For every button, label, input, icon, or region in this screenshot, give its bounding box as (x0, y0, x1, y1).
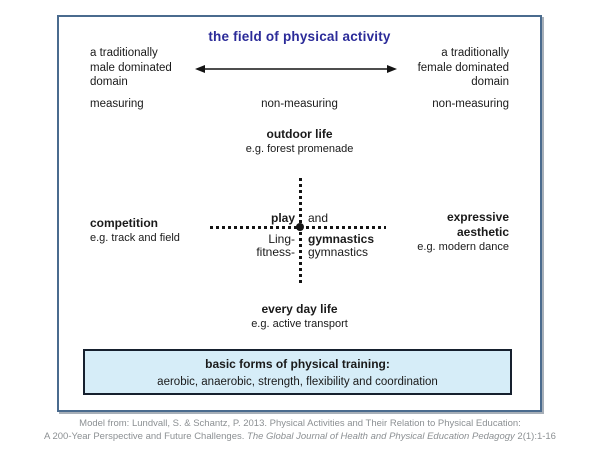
citation-journal-name: The Global Journal of Health and Physica… (247, 431, 515, 442)
everyday-life-block: every day life e.g. active transport (59, 302, 540, 331)
cross-ling-label: Ling- (268, 232, 295, 246)
everyday-life-label: every day life (261, 302, 338, 316)
measuring-label-left: measuring (90, 98, 144, 110)
basic-training-heading: basic forms of physical training: (205, 356, 390, 371)
male-domain-line-1: a traditionally (90, 47, 158, 59)
measuring-label-right: non-measuring (432, 98, 509, 110)
cross-fitness-label: fitness- (256, 245, 295, 259)
competition-label: competition (90, 216, 158, 230)
vertical-dotted-axis (299, 178, 302, 284)
citation: Model from: Lundvall, S. & Schantz, P. 2… (0, 417, 600, 443)
cross-play-label: play (270, 211, 295, 225)
outdoor-life-label: outdoor life (266, 127, 333, 141)
cross-gymnastics-bold-label: gymnastics (308, 232, 375, 246)
competition-block: competition e.g. track and field (90, 216, 180, 245)
female-domain-line-1: a traditionally (441, 47, 509, 59)
citation-volume-pages: 2(1):1-16 (514, 431, 556, 442)
diagram-title: the field of physical activity (208, 29, 391, 44)
diagram-frame: the field of physical activity a traditi… (57, 15, 542, 412)
cross-gymnastics-label: gymnastics (308, 245, 369, 259)
female-domain-line-2: female dominated (417, 61, 509, 74)
expressive-example: e.g. modern dance (417, 241, 509, 253)
everyday-life-example: e.g. active transport (251, 318, 348, 330)
citation-line-2-prefix: A 200-Year Perspective and Future Challe… (44, 431, 248, 442)
male-domain-line-3: domain (90, 76, 128, 88)
axis-center-dot (296, 223, 304, 231)
female-domain-label: a traditionally female dominated domain (418, 46, 509, 90)
male-domain-line-2: male dominated (90, 61, 172, 74)
female-domain-line-3: domain (471, 76, 509, 88)
expressive-label-line-1: expressive (446, 210, 509, 224)
outdoor-life-example: e.g. forest promenade (245, 143, 354, 155)
citation-line-2: A 200-Year Perspective and Future Challe… (0, 430, 600, 443)
citation-line-1: Model from: Lundvall, S. & Schantz, P. 2… (79, 418, 521, 429)
competition-example: e.g. track and field (90, 232, 180, 244)
male-domain-label: a traditionally male dominated domain (90, 46, 172, 90)
measuring-label-center: non-measuring (261, 98, 338, 110)
basic-training-box: basic forms of physical training: aerobi… (83, 349, 512, 395)
expressive-aesthetic-block: expressive aesthetic e.g. modern dance (417, 210, 509, 254)
expressive-label-line-2: aesthetic (456, 225, 509, 239)
outdoor-life-block: outdoor life e.g. forest promenade (59, 127, 540, 156)
basic-training-content: aerobic, anaerobic, strength, flexibilit… (157, 375, 438, 388)
gender-axis-arrow-icon (195, 65, 397, 73)
cross-and-label: and (308, 211, 329, 225)
